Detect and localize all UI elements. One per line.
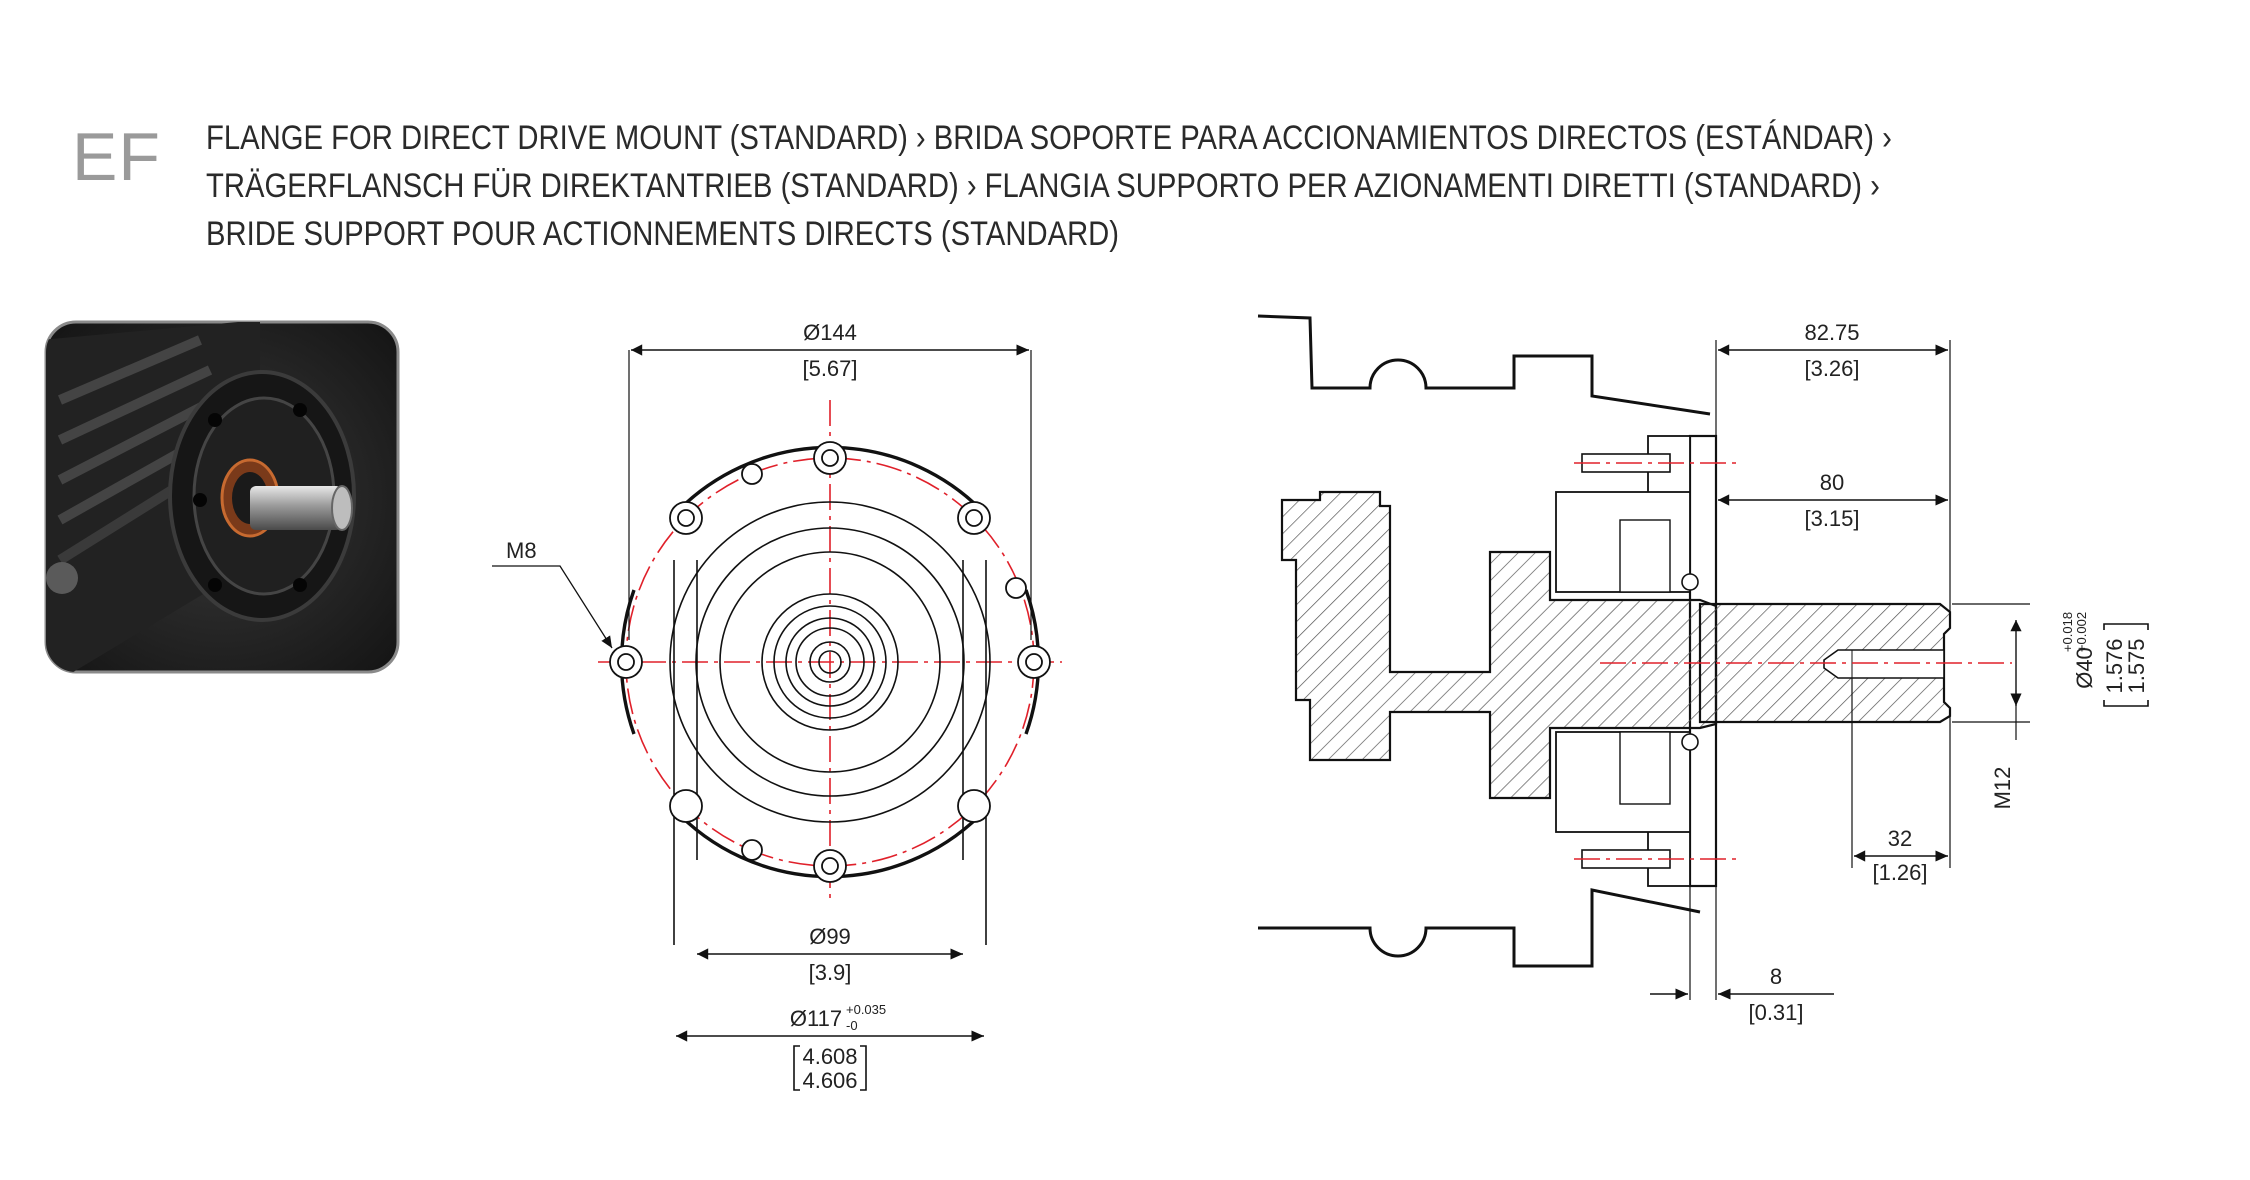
thread-m12-label: M12 <box>1990 767 2015 810</box>
dim-d99: Ø99 <box>809 924 851 949</box>
dim-d144-inch: [5.67] <box>802 356 857 381</box>
dim-d117-inch-min: 4.606 <box>802 1068 857 1093</box>
dim-d117-tol-upper: +0.035 <box>846 1002 886 1017</box>
dim-d40-tol-upper: +0.018 <box>2060 612 2075 652</box>
thread-m8-label: M8 <box>506 538 537 563</box>
front-view: Ø144 [5.67] Ø99 [3.9] Ø117 +0.035 -0 4.6… <box>492 320 1062 1093</box>
dim-length-32-inch: [1.26] <box>1872 860 1927 885</box>
title-line-3: BRIDE SUPPORT POUR ACTIONNEMENTS DIRECTS… <box>206 215 1120 253</box>
title-line-1: FLANGE FOR DIRECT DRIVE MOUNT (STANDARD)… <box>206 119 1892 157</box>
dim-length-80: 80 <box>1820 470 1844 495</box>
dim-d144: Ø144 <box>803 320 857 345</box>
dim-d99-inch: [3.9] <box>809 960 852 985</box>
section-code: EF <box>72 119 161 195</box>
title-line-2: TRÄGERFLANSCH FÜR DIREKTANTRIEB (STANDAR… <box>206 167 1880 205</box>
product-photo <box>44 320 400 674</box>
dim-d117-inch-max: 4.608 <box>802 1044 857 1069</box>
section-title: FLANGE FOR DIRECT DRIVE MOUNT (STANDARD)… <box>206 114 2166 258</box>
dim-length-80-inch: [3.15] <box>1804 506 1859 531</box>
dim-length-32: 32 <box>1888 826 1912 851</box>
dim-d40-inch-min: 1.575 <box>2124 638 2149 693</box>
dim-d117-tol-lower: -0 <box>846 1018 858 1033</box>
dim-length-8: 8 <box>1770 964 1782 989</box>
dim-length-8275: 82.75 <box>1804 320 1859 345</box>
dim-d40-tol-lower: +0.002 <box>2074 612 2089 652</box>
dim-d40-inch-max: 1.576 <box>2102 638 2127 693</box>
dim-length-8-inch: [0.31] <box>1748 1000 1803 1025</box>
dim-d117: Ø117 <box>790 1006 842 1031</box>
side-section-view: 82.75 [3.26] 80 [3.15] 32 [1.26] 8 [0.31… <box>1257 314 2149 1025</box>
dim-length-8275-inch: [3.26] <box>1804 356 1859 381</box>
dim-d40: Ø40 <box>2072 647 2097 689</box>
